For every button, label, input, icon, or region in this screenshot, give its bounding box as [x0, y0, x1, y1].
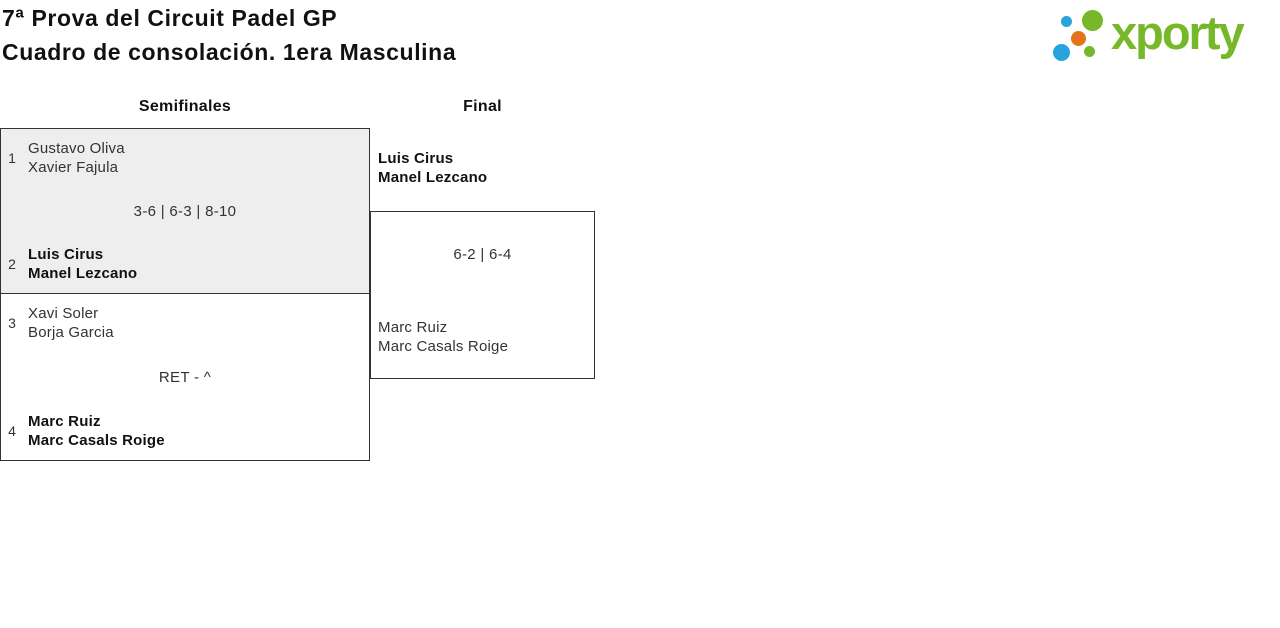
- title-line-2: Cuadro de consolación. 1era Masculina: [2, 39, 457, 65]
- team-row-seed-1: 1 Gustavo Oliva Xavier Fajula: [1, 139, 369, 177]
- round-header-final: Final: [463, 98, 502, 115]
- match-final-box: [370, 211, 595, 379]
- player-name: Marc Ruiz: [378, 319, 448, 336]
- title-line-1: 7ª Prova del Circuit Padel GP: [2, 5, 338, 31]
- logo-dot-blue-small-icon: [1061, 16, 1072, 27]
- seed-number: 2: [8, 256, 16, 272]
- xporty-logo-text: xporty: [1111, 6, 1245, 59]
- final-team-1: Luis Cirus Manel Lezcano: [378, 149, 487, 187]
- player-name: Xavi Soler: [28, 305, 99, 322]
- player-name: Luis Cirus: [378, 150, 454, 167]
- team-row-seed-4: 4 Marc Ruiz Marc Casals Roige: [1, 412, 369, 450]
- seed-number: 1: [8, 150, 16, 166]
- match-semifinal-2: 3 Xavi Soler Borja Garcia RET - ^ 4 Marc…: [0, 293, 370, 461]
- logo-dot-green-small-icon: [1084, 46, 1095, 57]
- logo-dot-blue-large-icon: [1053, 44, 1070, 61]
- player-name: Marc Casals Roige: [378, 338, 509, 355]
- final-score: 6-2 | 6-4: [453, 246, 512, 263]
- player-name: Xavier Fajula: [28, 159, 119, 176]
- team-row-seed-2: 2 Luis Cirus Manel Lezcano: [1, 245, 369, 283]
- player-name: Gustavo Oliva: [28, 140, 125, 157]
- round-header-semifinals: Semifinales: [138, 98, 232, 115]
- player-name: Manel Lezcano: [378, 169, 488, 186]
- match-score: RET - ^: [158, 368, 212, 386]
- seed-number: 3: [8, 315, 16, 331]
- team-row-seed-3: 3 Xavi Soler Borja Garcia: [1, 304, 369, 342]
- seed-number: 4: [8, 423, 16, 439]
- player-name: Manel Lezcano: [28, 265, 138, 282]
- logo-dot-green-large-icon: [1082, 10, 1103, 31]
- team-names: Luis Cirus Manel Lezcano: [28, 245, 137, 283]
- player-name: Borja Garcia: [28, 324, 114, 341]
- match-score: 3-6 | 6-3 | 8-10: [133, 202, 237, 220]
- player-name: Marc Ruiz: [28, 413, 101, 430]
- page-title: 7ª Prova del Circuit Padel GP Cuadro de …: [2, 1, 456, 69]
- final-team-2: Marc Ruiz Marc Casals Roige: [378, 318, 508, 356]
- team-names: Xavi Soler Borja Garcia: [28, 304, 114, 342]
- logo-dot-orange-icon: [1071, 31, 1086, 46]
- player-name: Luis Cirus: [28, 246, 104, 263]
- match-semifinal-1: 1 Gustavo Oliva Xavier Fajula 3-6 | 6-3 …: [0, 128, 370, 294]
- team-names: Marc Ruiz Marc Casals Roige: [28, 412, 165, 450]
- team-names: Gustavo Oliva Xavier Fajula: [28, 139, 125, 177]
- xporty-logo: xporty: [1040, 0, 1280, 75]
- player-name: Marc Casals Roige: [28, 432, 165, 449]
